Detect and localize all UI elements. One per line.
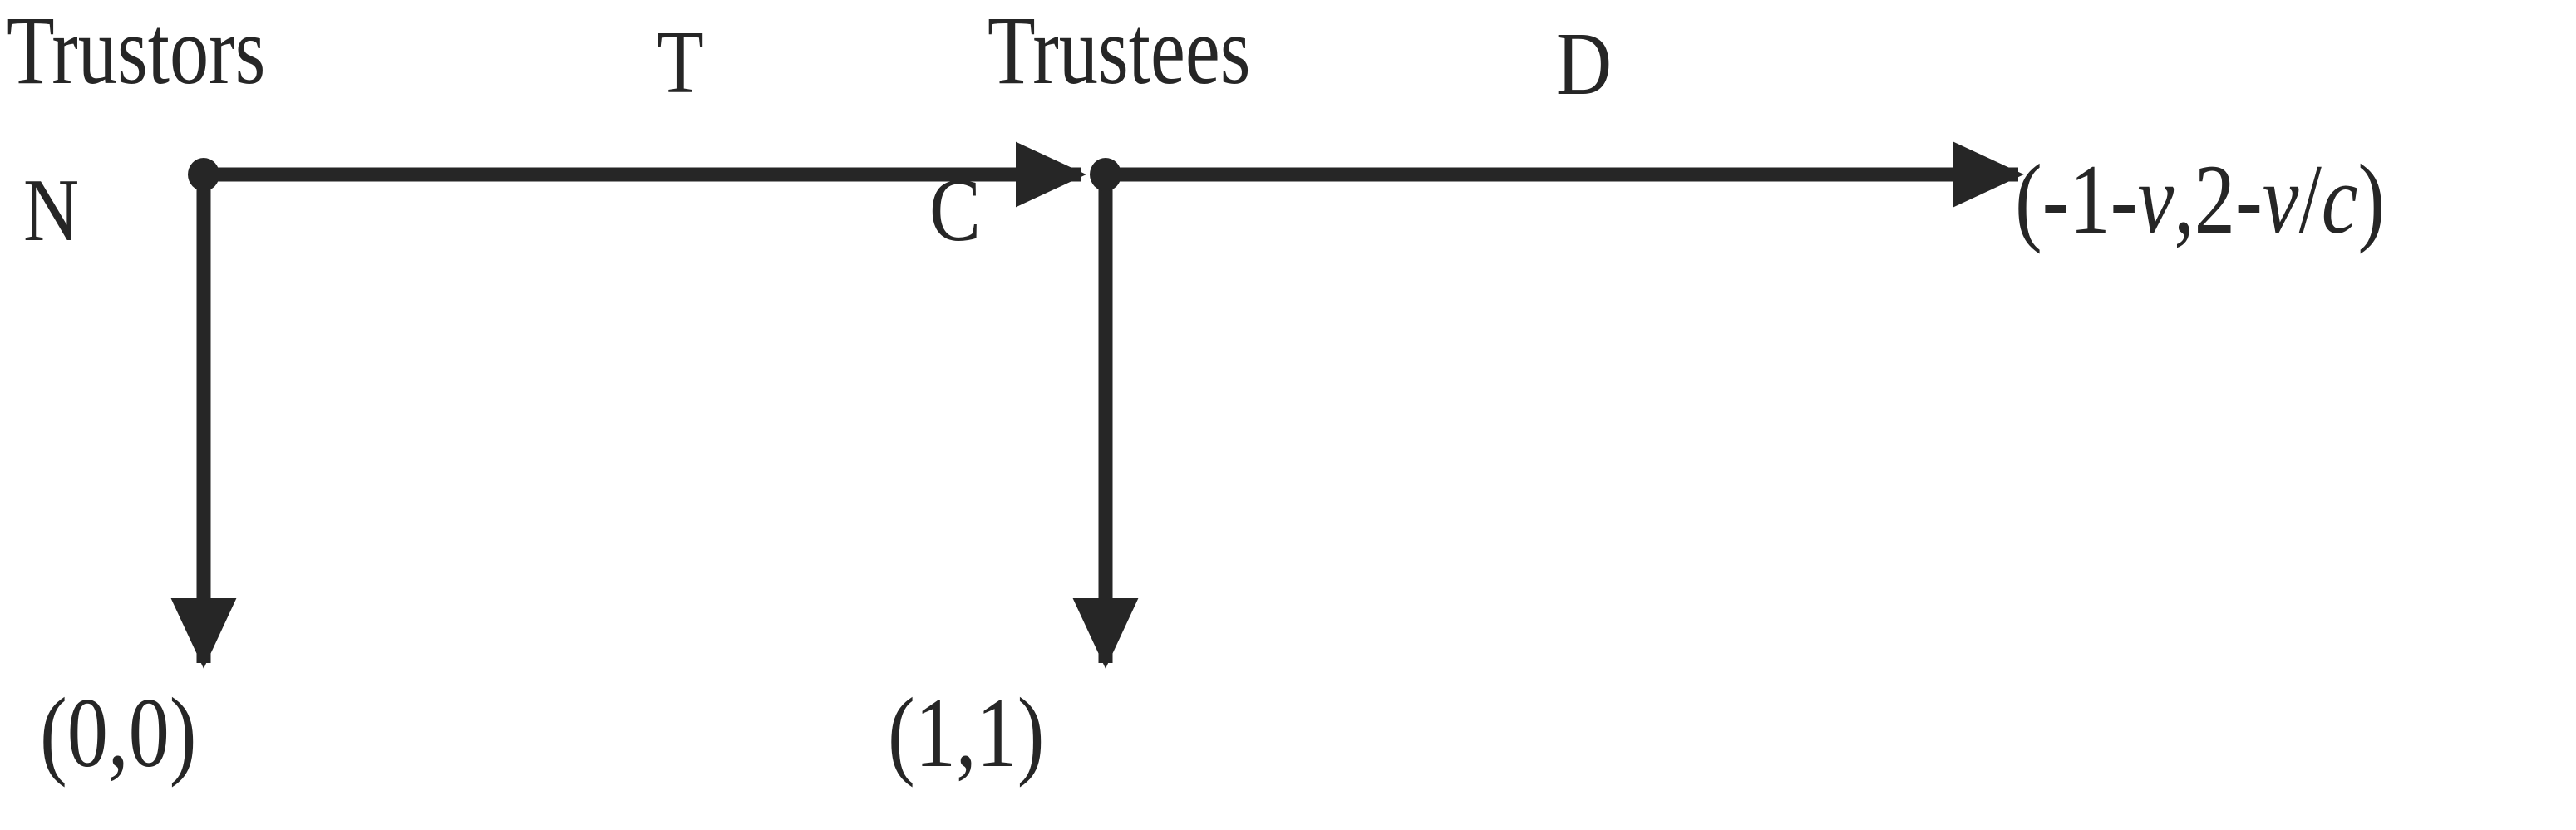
edge-label-c: C: [929, 161, 981, 260]
player-label-trustors: Trustors: [7, 0, 266, 105]
player-label-trustees: Trustees: [988, 0, 1251, 105]
edge-label-n: N: [23, 161, 80, 260]
edge-label-d: D: [1556, 15, 1613, 114]
payoff-right: (-1-v,2-v/c): [2015, 144, 2386, 254]
decision-node-trustors[interactable]: [188, 158, 219, 191]
decision-node-trustees[interactable]: [1090, 158, 1121, 191]
payoff-middle: (1,1): [888, 677, 1045, 788]
payoff-left: (0,0): [40, 677, 197, 788]
edge-label-t: T: [657, 13, 704, 112]
